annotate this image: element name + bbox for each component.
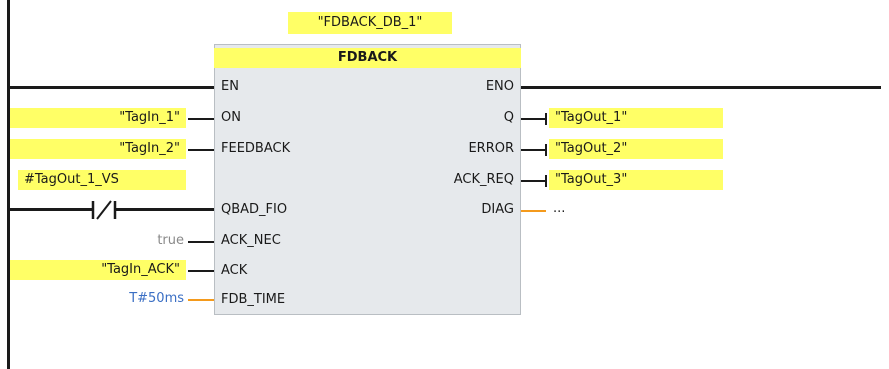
pin-diag: DIAG [481,202,514,217]
block-title: FDBACK [214,48,521,68]
tag-ack-nec[interactable]: true [157,233,184,248]
tag-diag[interactable]: ... [553,201,566,216]
error-tick [545,144,547,156]
on-stub [188,118,214,120]
diag-stub [521,210,546,212]
tag-q[interactable]: "TagOut_1" [549,108,723,128]
fdb-time-stub [188,299,214,301]
en-wire [10,86,214,89]
qbad-wire-right [116,208,214,211]
pin-feedback: FEEDBACK [221,141,291,156]
tag-feedback[interactable]: "TagIn_2" [10,139,186,159]
qbad-wire-left [10,208,92,211]
tag-on[interactable]: "TagIn_1" [10,108,186,128]
tag-fdb-time[interactable]: T#50ms [129,291,184,306]
pin-ack-req: ACK_REQ [453,172,514,187]
pin-error: ERROR [468,141,514,156]
pin-on: ON [221,110,241,125]
left-power-rail [7,0,10,369]
eno-wire [521,86,881,89]
pin-qbad-fio: QBAD_FIO [221,202,288,217]
q-tick [545,113,547,125]
feedback-stub [188,149,214,151]
ack-stub [188,270,214,272]
tag-ack[interactable]: "TagIn_ACK" [10,260,186,280]
ack-req-tick [545,175,547,187]
tag-error[interactable]: "TagOut_2" [549,139,723,159]
tag-ack-req[interactable]: "TagOut_3" [549,170,723,190]
error-stub [521,149,546,151]
ack-nec-stub [188,241,214,243]
pin-eno: ENO [485,79,514,94]
pin-fdb-time: FDB_TIME [221,292,286,307]
ack-req-stub [521,180,546,182]
pin-ack: ACK [221,263,248,278]
tag-qbad-contact[interactable]: #TagOut_1_VS [18,170,186,190]
instance-db-label[interactable]: "FDBACK_DB_1" [288,12,452,34]
normally-closed-contact-icon[interactable] [90,199,118,221]
pin-en: EN [221,79,239,94]
q-stub [521,118,546,120]
pin-q: Q [503,110,514,125]
fdback-block[interactable] [214,44,521,315]
pin-ack-nec: ACK_NEC [221,233,281,248]
